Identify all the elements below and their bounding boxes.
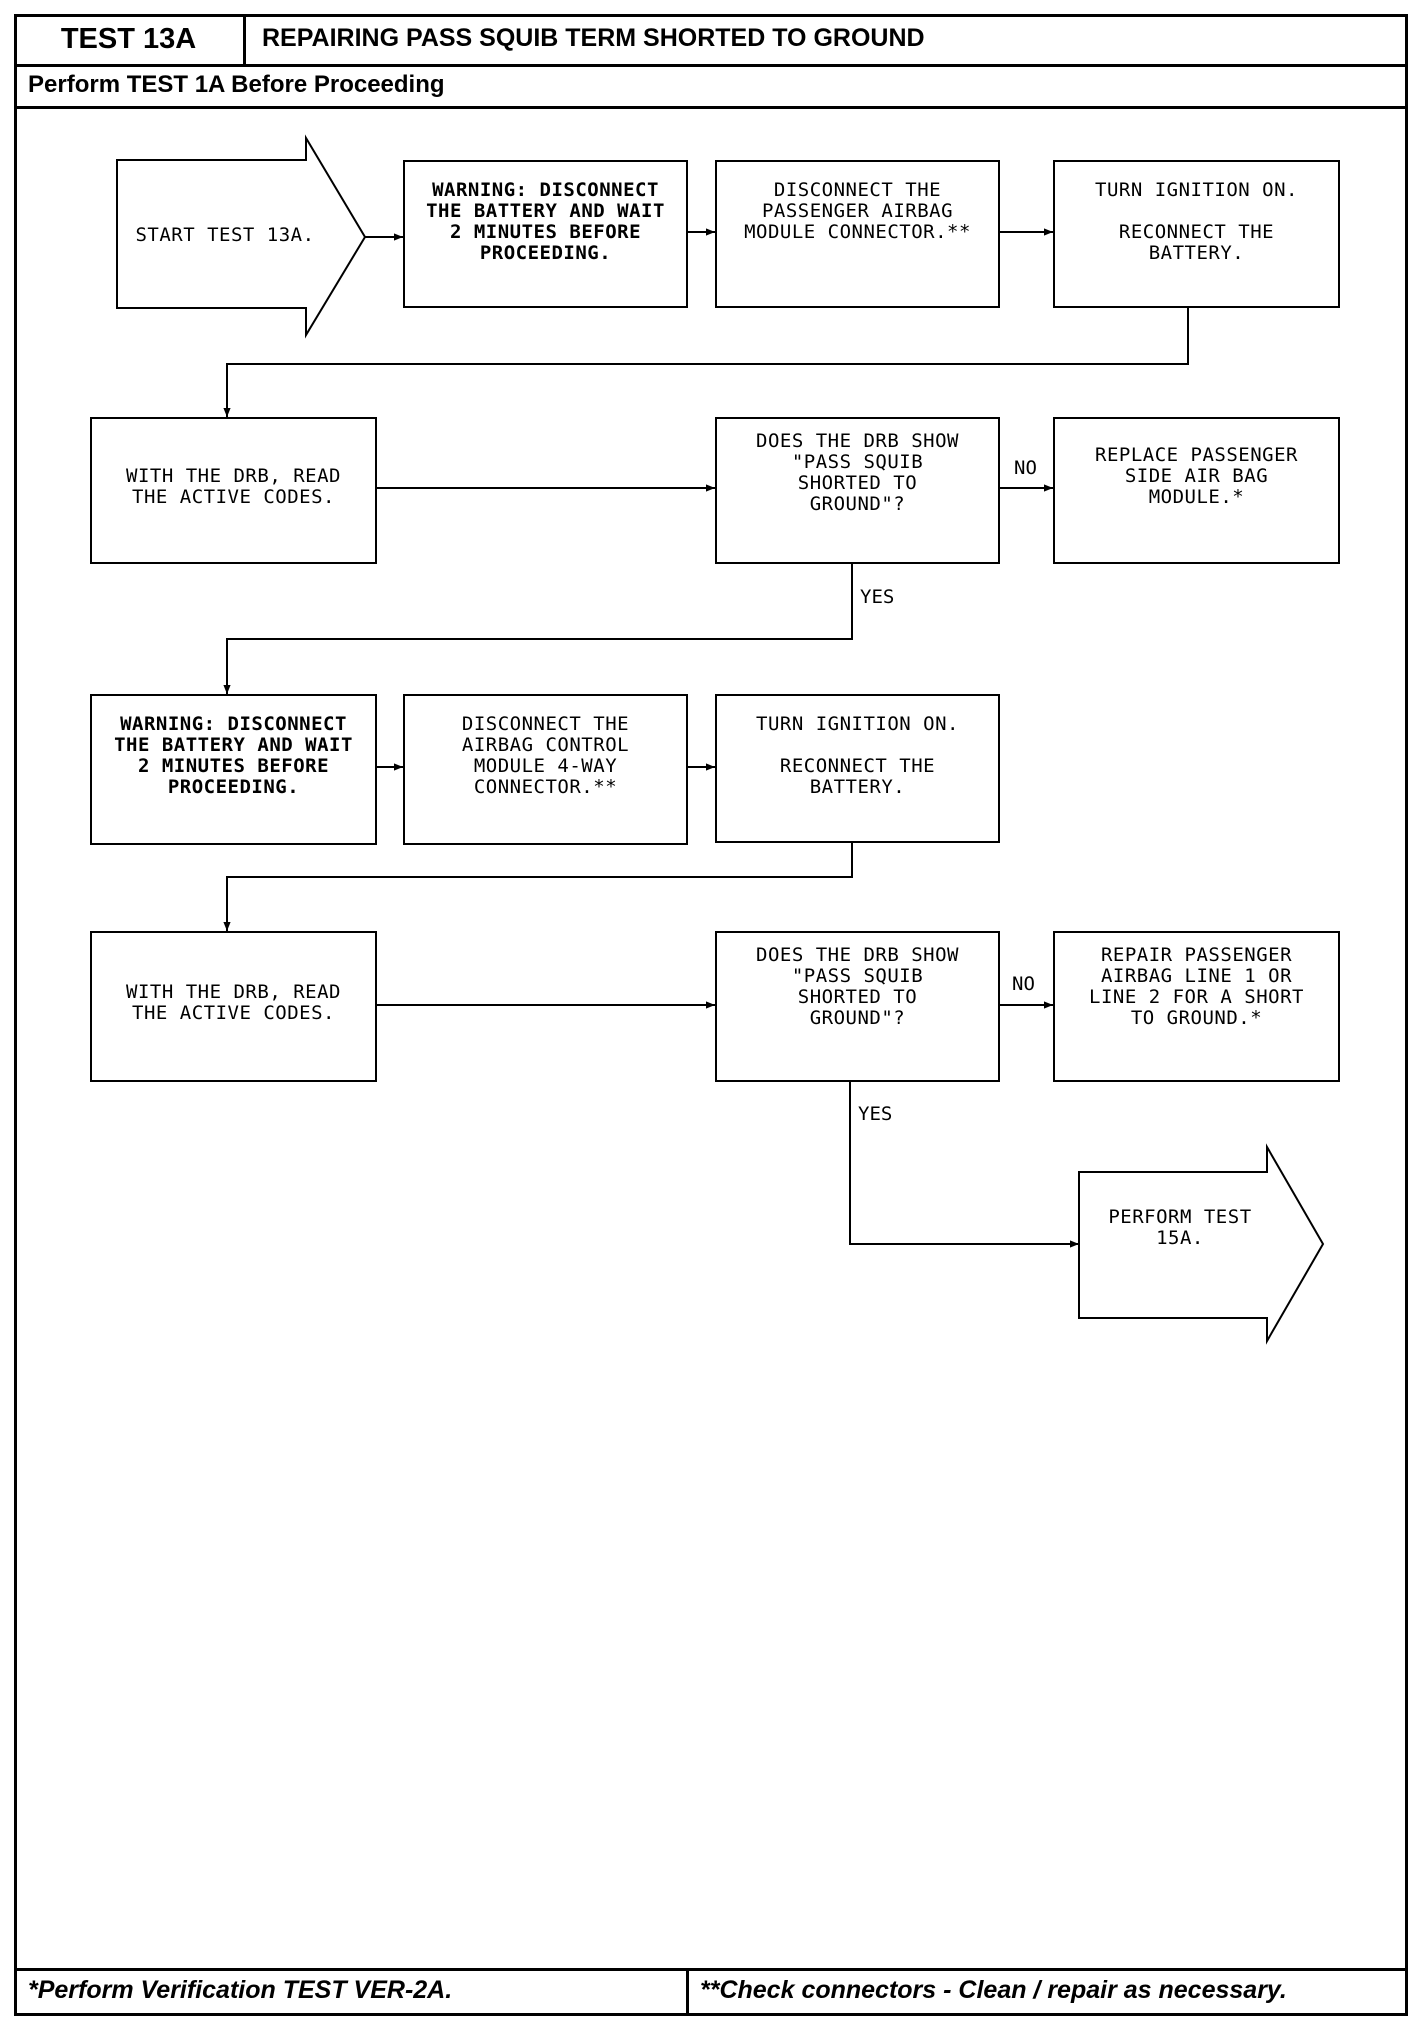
edge-label-yes: YES	[860, 586, 895, 608]
start-arrow-shape	[116, 134, 367, 339]
edge-label-no-2: NO	[1012, 973, 1035, 995]
footer-column-divider	[686, 1968, 689, 2016]
disconnect-acm-text: DISCONNECT THE AIRBAG CONTROL MODULE 4-W…	[461, 713, 630, 798]
warning-text-2: WARNING: DISCONNECT THE BATTERY AND WAIT…	[114, 713, 353, 798]
repair-text: REPAIR PASSENGER AIRBAG LINE 1 OR LINE 2…	[1089, 944, 1304, 1029]
test-title: REPAIRING PASS SQUIB TERM SHORTED TO GRO…	[262, 24, 925, 52]
ignition-text: TURN IGNITION ON. RECONNECT THE BATTERY.	[1095, 179, 1298, 264]
warning-disconnect-battery-box-2: WARNING: DISCONNECT THE BATTERY AND WAIT…	[90, 694, 377, 845]
header-divider	[14, 64, 1408, 67]
decision-pass-squib-box-2: DOES THE DRB SHOW "PASS SQUIB SHORTED TO…	[715, 931, 1000, 1082]
ignition-text-2: TURN IGNITION ON. RECONNECT THE BATTERY.	[756, 713, 959, 798]
footnote-verification: *Perform Verification TEST VER-2A.	[28, 1976, 453, 2004]
repair-line-short-box: REPAIR PASSENGER AIRBAG LINE 1 OR LINE 2…	[1053, 931, 1340, 1082]
footnote-connectors: **Check connectors - Clean / repair as n…	[700, 1976, 1287, 2004]
prerequisite-note: Perform TEST 1A Before Proceeding	[28, 71, 445, 98]
ignition-on-box-2: TURN IGNITION ON. RECONNECT THE BATTERY.	[715, 694, 1000, 843]
decision-pass-squib-box: DOES THE DRB SHOW "PASS SQUIB SHORTED TO…	[715, 417, 1000, 564]
read-codes-text-2: WITH THE DRB, READ THE ACTIVE CODES.	[126, 980, 341, 1024]
decision-text: DOES THE DRB SHOW "PASS SQUIB SHORTED TO…	[756, 430, 959, 515]
warning-text: WARNING: DISCONNECT THE BATTERY AND WAIT…	[426, 179, 665, 264]
read-codes-box-2: WITH THE DRB, READ THE ACTIVE CODES.	[90, 931, 377, 1082]
warning-disconnect-battery-box: WARNING: DISCONNECT THE BATTERY AND WAIT…	[403, 160, 688, 308]
disconnect-acm-connector-box: DISCONNECT THE AIRBAG CONTROL MODULE 4-W…	[403, 694, 688, 845]
end-node: PERFORM TEST 15A.	[1090, 1198, 1270, 1258]
start-node-text: START TEST 13A.	[135, 223, 315, 246]
replace-text: REPLACE PASSENGER SIDE AIR BAG MODULE.*	[1095, 444, 1298, 508]
read-codes-text: WITH THE DRB, READ THE ACTIVE CODES.	[126, 464, 341, 508]
end-node-text: PERFORM TEST 15A.	[1108, 1206, 1252, 1249]
header-divider-2	[14, 106, 1408, 109]
read-codes-box: WITH THE DRB, READ THE ACTIVE CODES.	[90, 417, 377, 564]
footer-divider	[14, 1968, 1408, 1971]
decision-text-2: DOES THE DRB SHOW "PASS SQUIB SHORTED TO…	[756, 944, 959, 1029]
edge-label-no: NO	[1014, 457, 1037, 479]
edge-label-yes-2: YES	[858, 1103, 893, 1125]
disconnect-text: DISCONNECT THE PASSENGER AIRBAG MODULE C…	[744, 179, 971, 243]
ignition-on-box: TURN IGNITION ON. RECONNECT THE BATTERY.	[1053, 160, 1340, 308]
start-node: START TEST 13A.	[130, 205, 320, 265]
page-frame	[14, 14, 1408, 2016]
disconnect-passenger-module-box: DISCONNECT THE PASSENGER AIRBAG MODULE C…	[715, 160, 1000, 308]
end-arrow-shape	[1078, 1143, 1325, 1345]
replace-module-box: REPLACE PASSENGER SIDE AIR BAG MODULE.*	[1053, 417, 1340, 564]
